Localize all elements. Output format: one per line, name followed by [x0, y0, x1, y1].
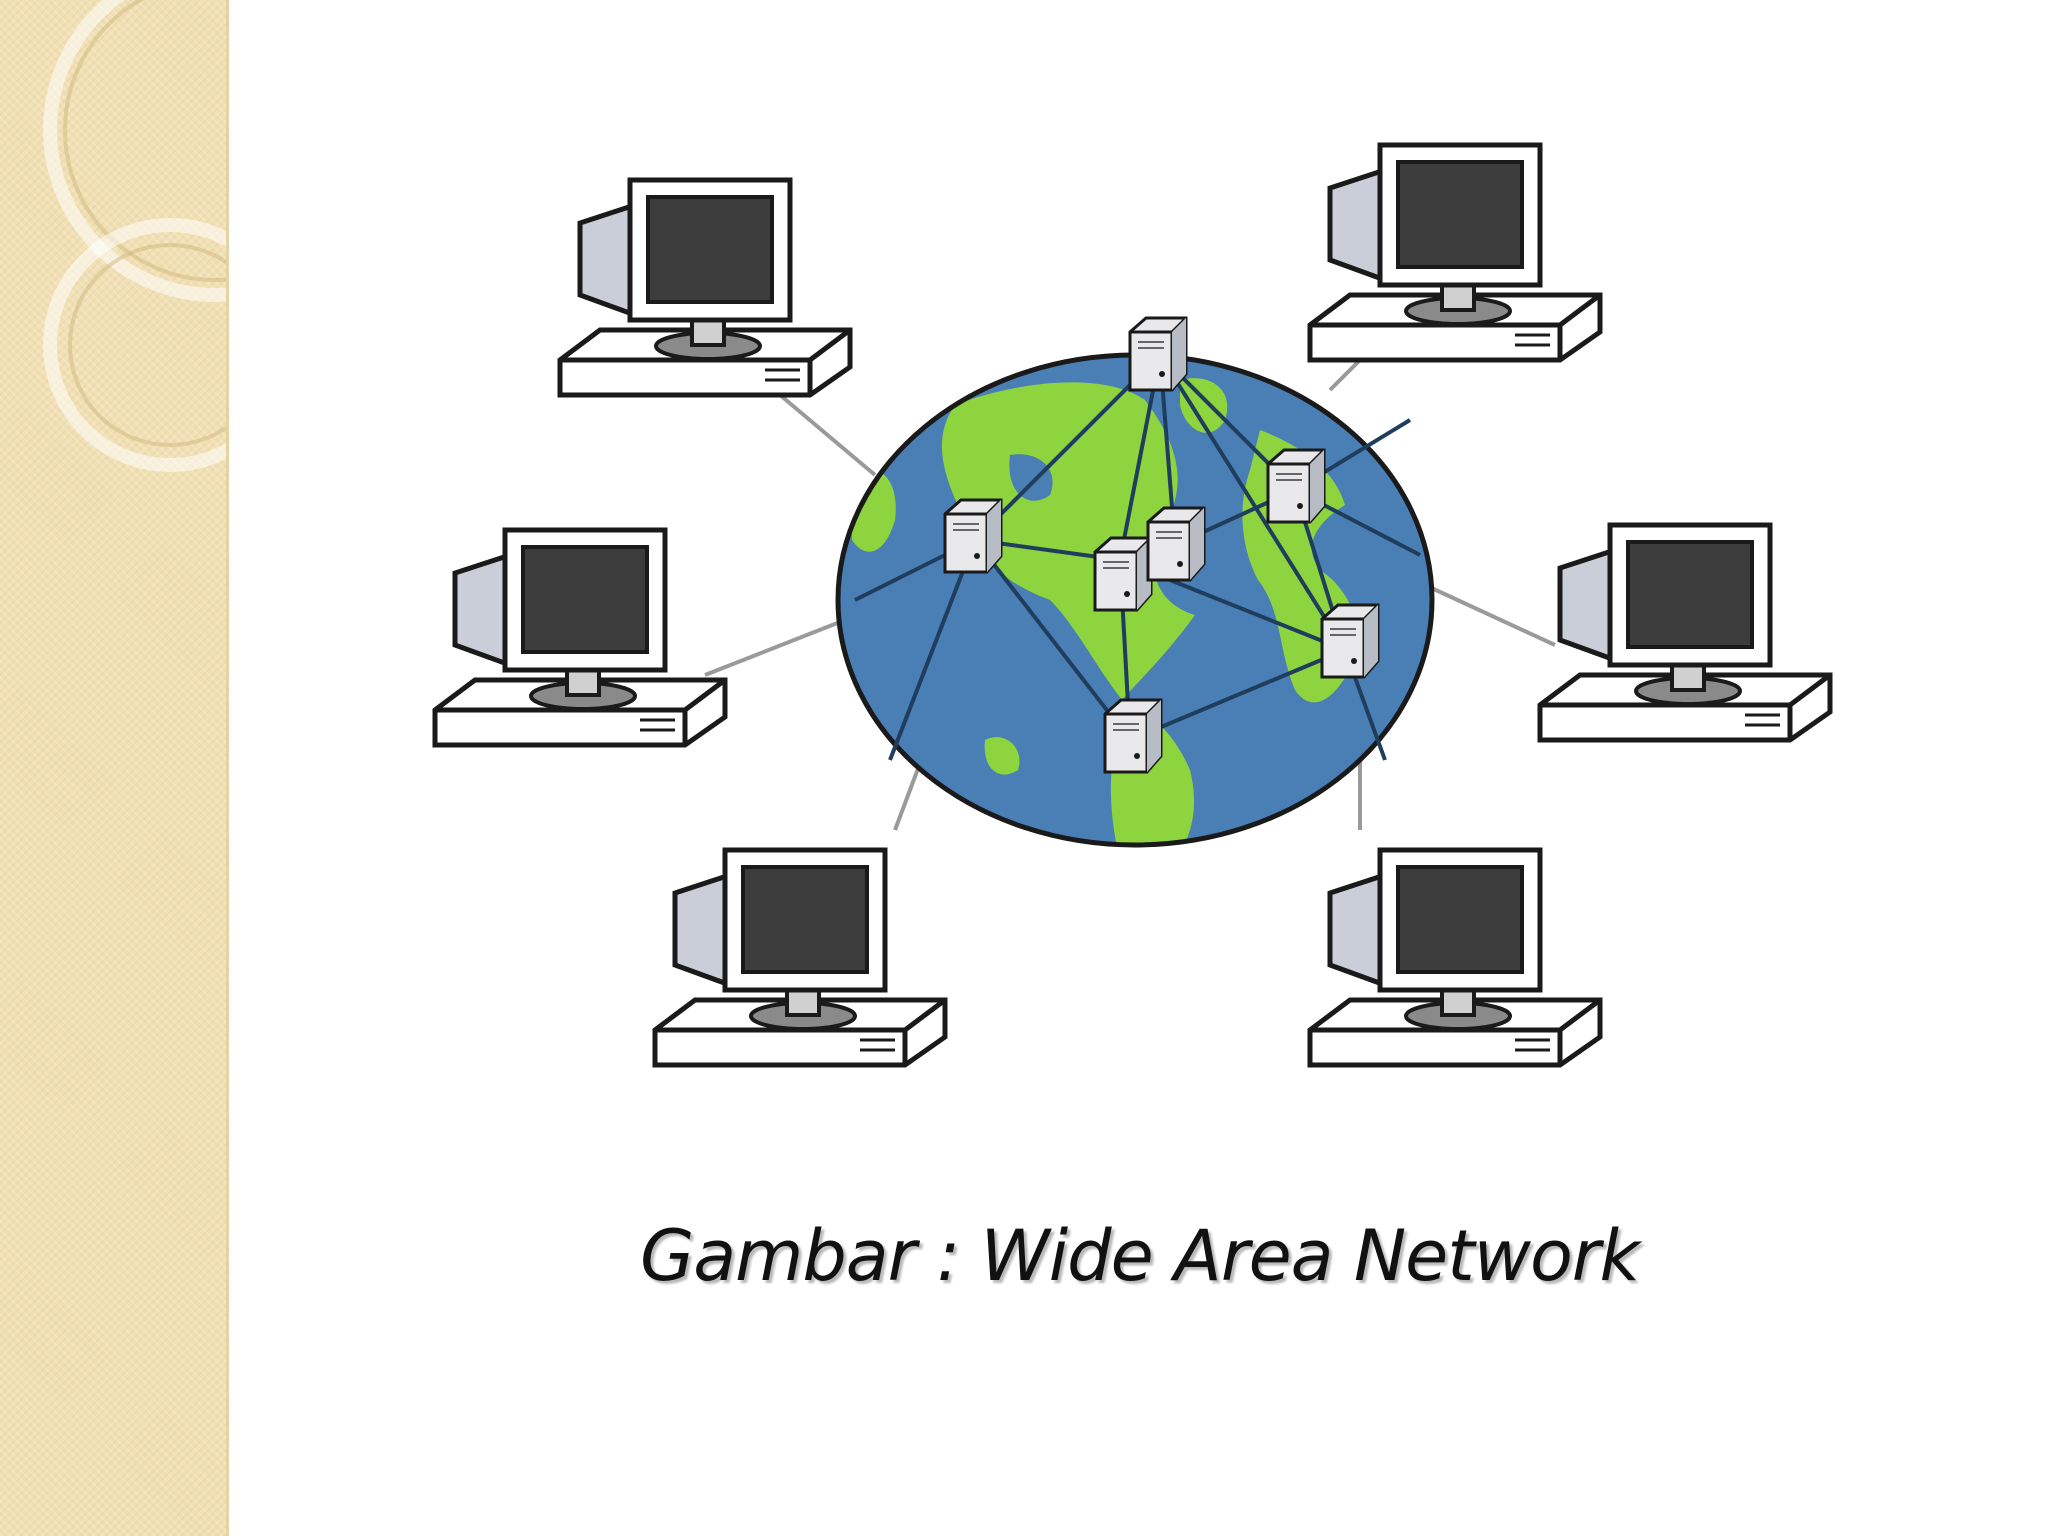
server-icon	[1103, 698, 1163, 774]
server-icon	[943, 498, 1003, 574]
server-icon	[1266, 448, 1326, 524]
desktop-computer-icon	[435, 530, 725, 745]
decorative-rings	[43, 0, 226, 472]
server-icon	[1320, 603, 1380, 679]
desktop-computer-icon	[1310, 145, 1600, 360]
diagram-caption: Gambar : Wide Area Network	[640, 1215, 1640, 1297]
slide-sidebar	[0, 0, 226, 1536]
sidebar-divider	[226, 0, 229, 1536]
server-icon	[1093, 536, 1153, 612]
server-icon	[1128, 316, 1188, 392]
desktop-computer-icon	[560, 180, 850, 395]
desktop-computer-icon	[655, 850, 945, 1065]
desktop-computer-icon	[1540, 525, 1830, 740]
server-icon	[1146, 506, 1206, 582]
desktop-computer-icon	[1310, 850, 1600, 1065]
